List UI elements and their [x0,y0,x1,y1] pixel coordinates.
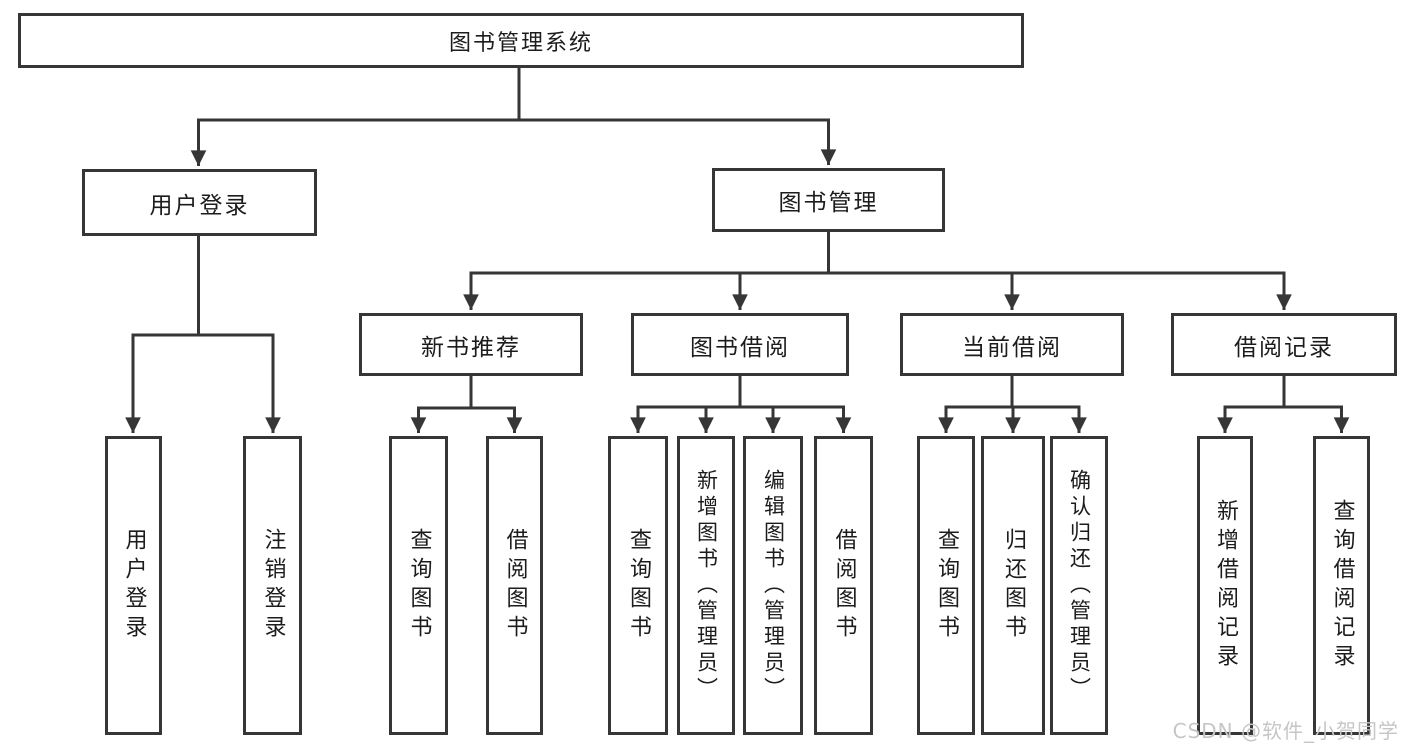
leaf-label: 编辑图书（管理员） [761,468,786,703]
node-leaf-confirm-return-admin: 确认归还（管理员） [1050,436,1108,735]
connector-borrow-rec-bus [1223,376,1343,409]
node-system-root: 图书管理系统 [18,13,1024,68]
node-new-book-recommend: 新书推荐 [359,313,583,376]
node-leaf-edit-book-admin: 编辑图书（管理员） [743,436,803,735]
csdn-watermark: CSDN @软件_小贺同学 [1172,719,1399,743]
connector-root-bus [197,68,830,122]
leaf-label: 查询图书 [626,527,651,644]
node-leaf-query-borrow-record: 查询借阅记录 [1313,436,1370,735]
node-book-management: 图书管理 [712,168,945,232]
connector-user-login-bus [131,236,275,337]
connector-new-book-bus [417,376,516,410]
node-current-borrow: 当前借阅 [900,313,1124,376]
leaf-label: 新增图书（管理员） [694,468,719,703]
node-leaf-query-book-1: 查询图书 [389,436,448,735]
node-book-borrow: 图书借阅 [631,313,849,376]
node-leaf-add-book-admin: 新增图书（管理员） [677,436,735,735]
node-leaf-logout: 注销登录 [243,436,302,735]
leaf-label: 查询图书 [934,527,959,644]
node-leaf-add-borrow-record: 新增借阅记录 [1197,436,1253,735]
leaf-label: 查询借阅记录 [1329,498,1355,673]
connector-cur-borrow-bus [944,376,1081,409]
node-leaf-borrow-book-1: 借阅图书 [486,436,543,735]
node-leaf-query-book-3: 查询图书 [917,436,975,735]
node-leaf-query-book-2: 查询图书 [608,436,668,735]
node-user-login: 用户登录 [82,169,317,236]
connector-book-mgmt-bus [469,232,1286,275]
leaf-label: 新增借阅记录 [1213,498,1238,673]
leaf-label: 归还图书 [1001,527,1026,644]
node-leaf-return-book: 归还图书 [981,436,1045,735]
node-leaf-borrow-book-2: 借阅图书 [814,436,873,735]
leaf-label: 确认归还（管理员） [1067,468,1092,703]
leaf-label: 借阅图书 [502,527,528,644]
leaf-label: 借阅图书 [831,527,857,644]
node-borrow-record: 借阅记录 [1171,313,1397,376]
leaf-label: 注销登录 [260,527,286,644]
node-leaf-user-login: 用户登录 [105,436,162,735]
leaf-label: 查询图书 [406,527,432,644]
leaf-label: 用户登录 [121,527,147,644]
connector-book-borrow-bus [636,376,845,409]
